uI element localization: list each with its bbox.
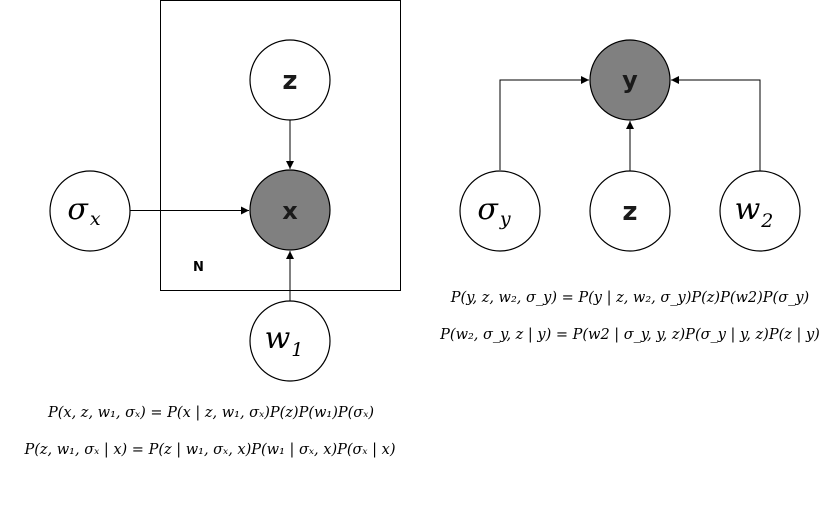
right-formula-posterior: P(w₂, σ_y, z | y) = P(w2 | σ_y, y, z)P(σ… <box>439 327 820 343</box>
node-y: y <box>589 39 671 121</box>
node-w2-label: w2 <box>735 192 774 232</box>
node-w2-sub: 2 <box>760 210 773 232</box>
edge-sigma-y-to-y <box>499 76 589 170</box>
node-x-label: x <box>282 197 298 225</box>
edge-w2-to-y <box>671 76 761 171</box>
node-z-left: z <box>249 39 331 121</box>
node-sigma-x-base: σ <box>67 192 89 227</box>
left-formula-posterior: P(z, w₁, σₓ | x) = P(z | w₁, σₓ, x)P(w₁ … <box>24 442 396 458</box>
node-w1-base: w <box>265 321 291 356</box>
node-w2-base: w <box>735 192 761 227</box>
node-x: x <box>249 169 331 251</box>
right-formula-joint: P(y, z, w₂, σ_y) = P(y | z, w₂, σ_y)P(z)… <box>450 290 809 306</box>
node-y-label: y <box>622 66 638 94</box>
node-sigma-x-sub: x <box>90 208 101 230</box>
node-z-right-label: z <box>622 197 637 227</box>
plate-n <box>160 0 401 291</box>
node-sigma-y-sub: y <box>499 208 511 230</box>
plate-label: N <box>193 260 204 275</box>
left-formula-joint: P(x, z, w₁, σₓ) = P(x | z, w₁, σₓ)P(z)P(… <box>47 405 374 421</box>
node-sigma-y-base: σ <box>477 192 499 227</box>
node-w1-label: w1 <box>265 321 304 361</box>
node-w1-sub: 1 <box>291 339 303 361</box>
node-z-left-label: z <box>282 66 297 96</box>
node-z-right: z <box>589 170 671 252</box>
node-w2: w2 <box>719 170 801 252</box>
node-w1: w1 <box>249 300 331 382</box>
